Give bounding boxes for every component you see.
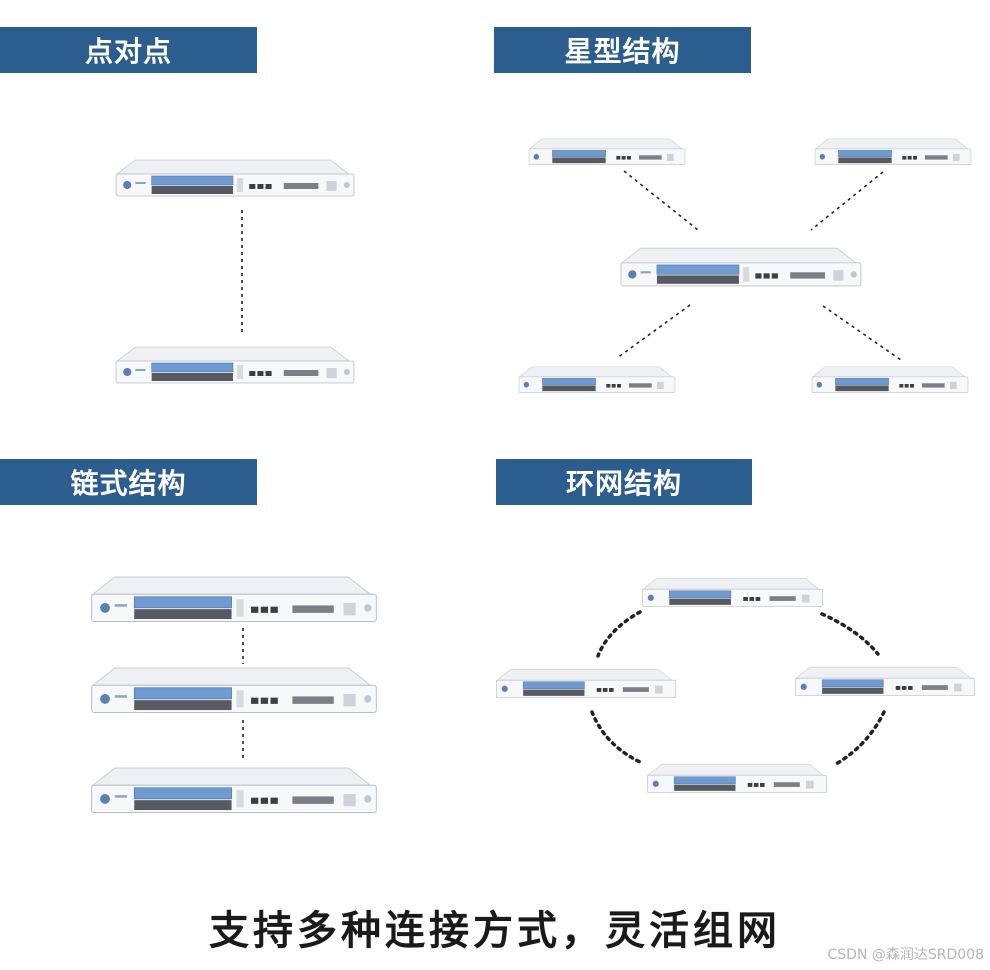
rack-switch-icon xyxy=(88,572,380,624)
rack-switch-icon xyxy=(517,364,677,394)
rack-switch-icon xyxy=(645,761,829,794)
link-star-bottom-right xyxy=(823,306,901,360)
rack-switch-icon xyxy=(494,666,678,699)
link-star-top-right xyxy=(811,172,883,230)
link-star-bottom-left xyxy=(617,305,690,358)
rack-switch-icon xyxy=(640,575,825,608)
rack-switch-icon xyxy=(88,663,380,715)
rack-switch-icon xyxy=(527,136,687,166)
rack-switch-icon xyxy=(113,343,357,385)
link-ring-bottom-right xyxy=(836,712,884,764)
rack-switch-icon xyxy=(810,364,970,394)
rack-switch-icon xyxy=(618,244,864,288)
link-ring-bottom-left xyxy=(592,712,640,762)
rack-switch-icon xyxy=(113,156,357,198)
link-ring-top-left xyxy=(598,612,640,656)
rack-switch-icon xyxy=(793,664,977,697)
rack-switch-icon xyxy=(813,136,973,166)
link-ring-top-right xyxy=(822,614,878,654)
rack-switch-icon xyxy=(88,763,380,815)
watermark: CSDN @森润达SRD008 xyxy=(828,944,984,964)
link-star-top-left xyxy=(624,171,698,230)
